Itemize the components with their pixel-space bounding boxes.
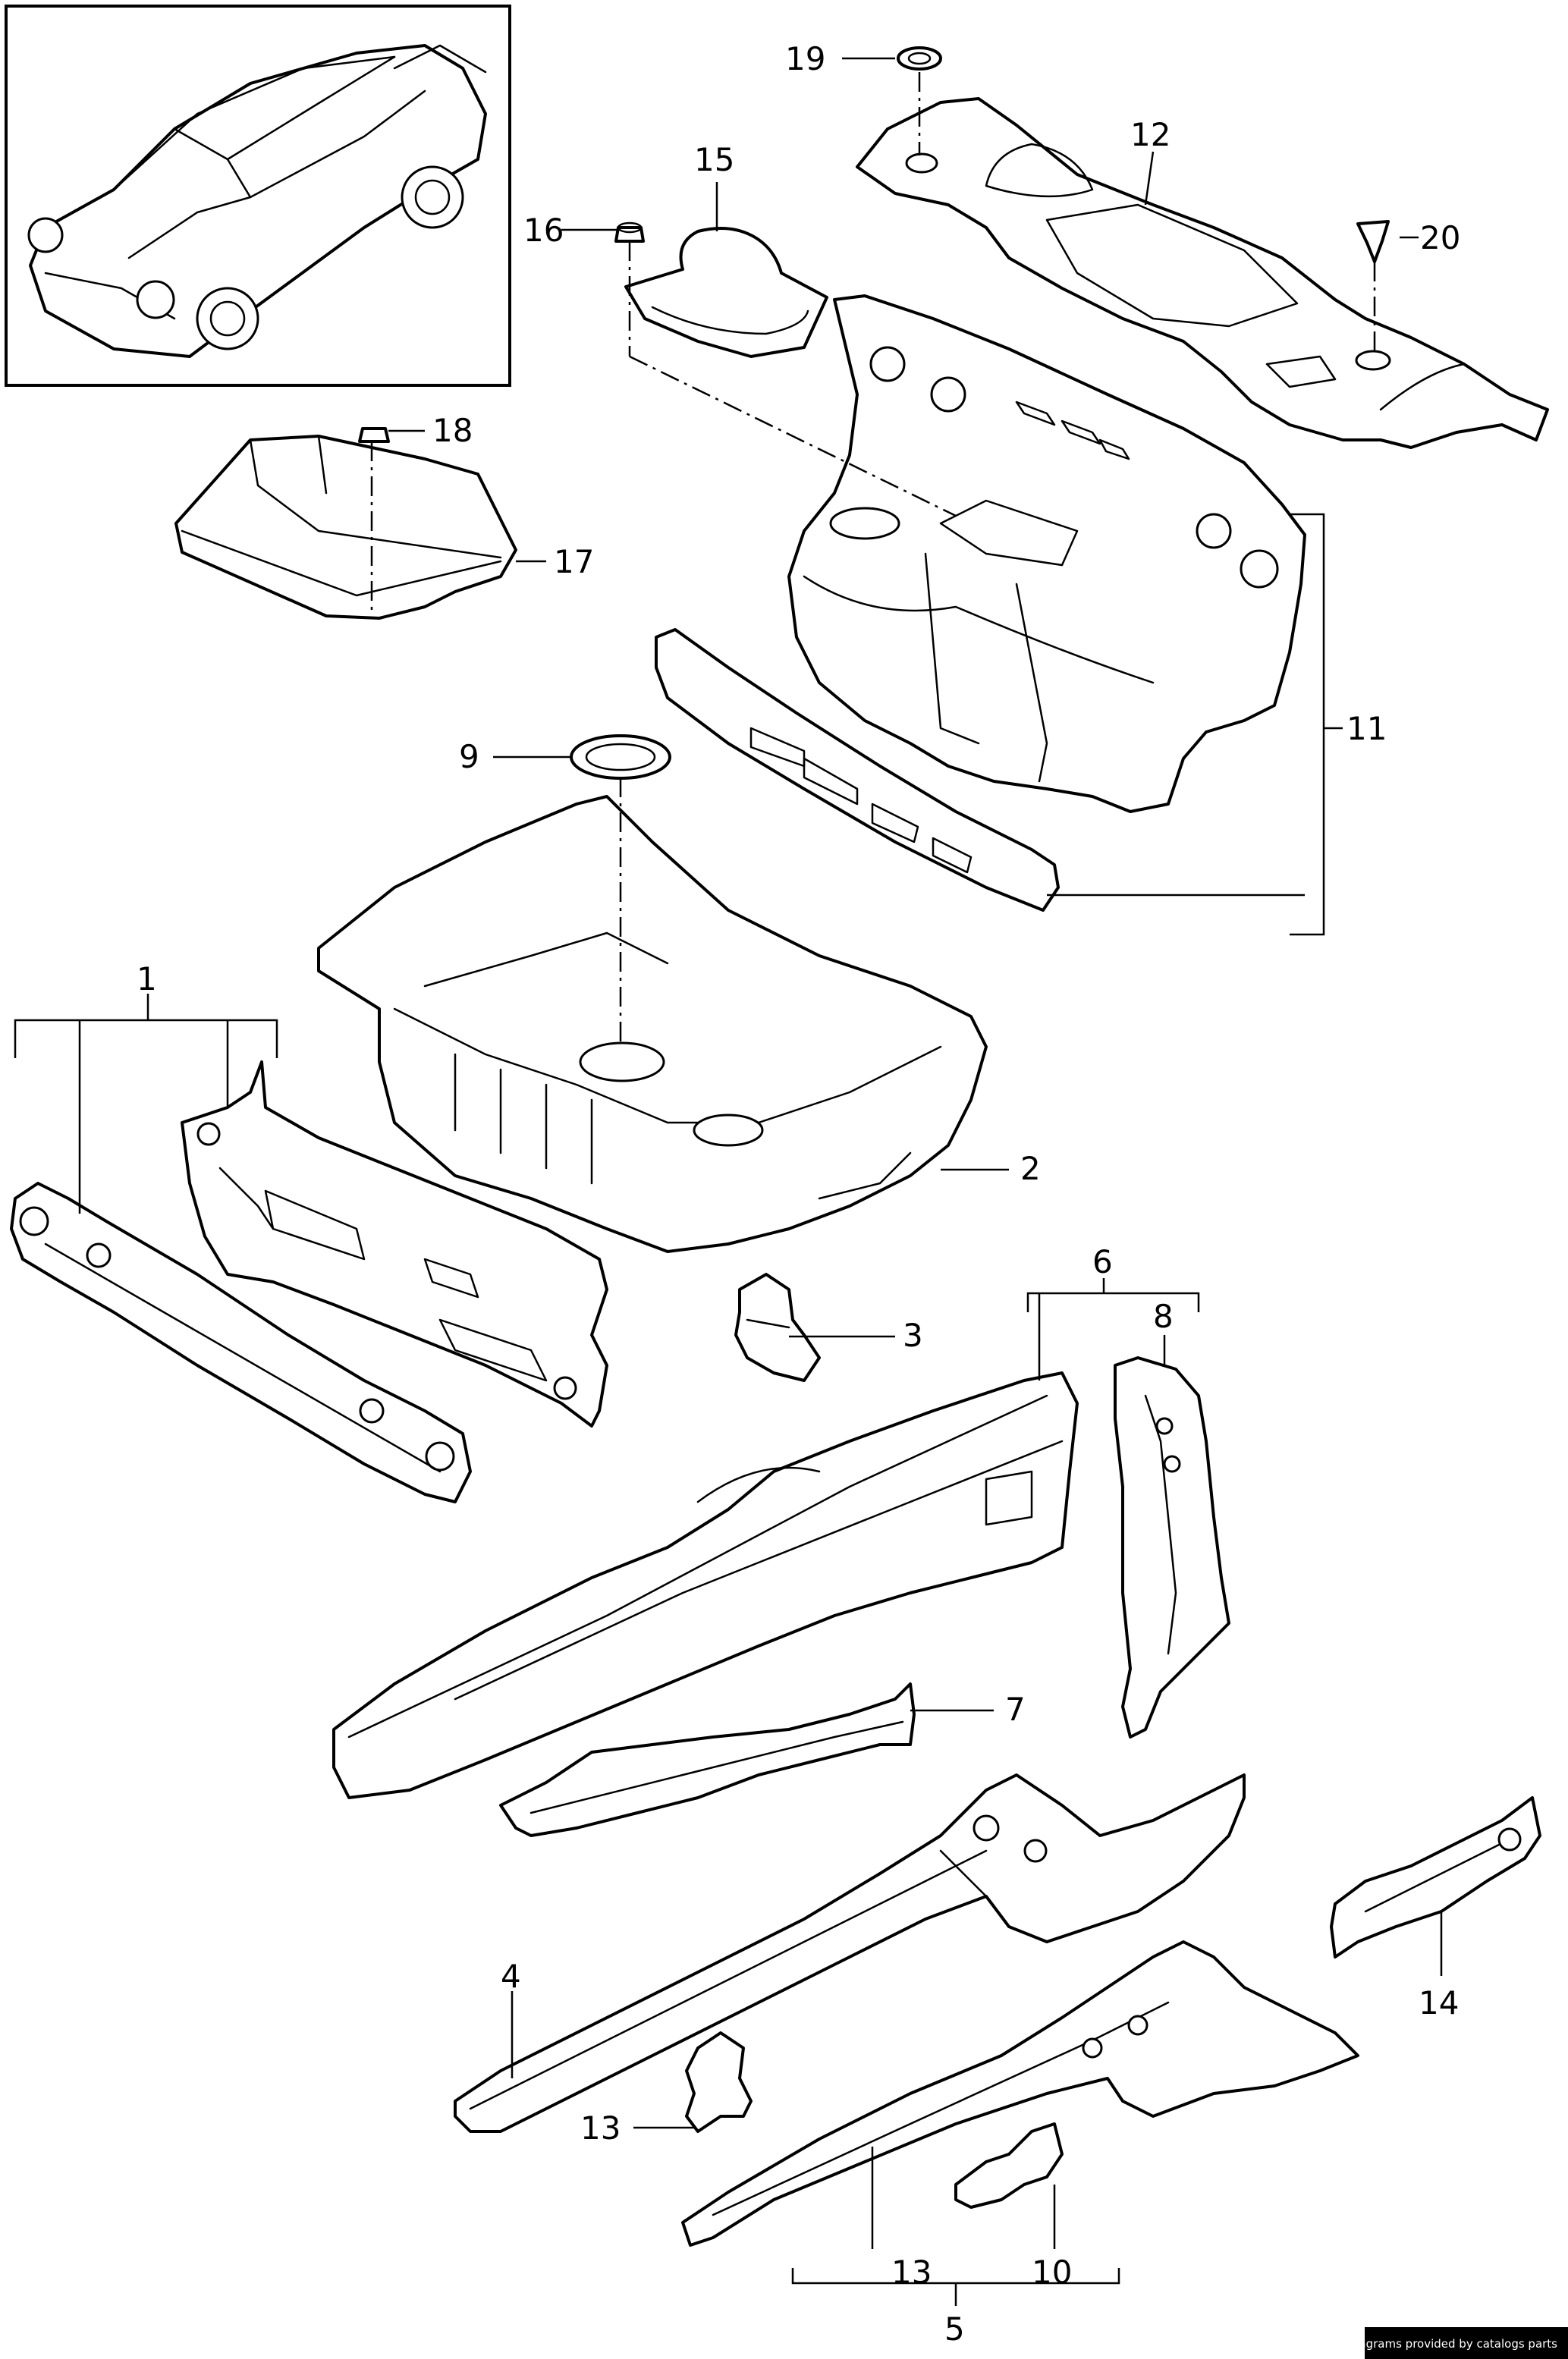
callout-1: 1 <box>137 960 157 997</box>
callout-15: 15 <box>694 141 734 178</box>
part-1-front-crossmember <box>10 1182 472 1503</box>
part-11-firewall <box>787 294 1306 813</box>
part-8-pillar <box>1114 1356 1230 1739</box>
part-12-rear-panel <box>856 97 1549 449</box>
part-15-cap <box>624 227 828 358</box>
callout-13a: 13 <box>580 2109 621 2147</box>
part-3-bracket <box>734 1273 821 1382</box>
callout-labels: 1 2 3 4 5 6 7 8 9 10 11 12 13 13 14 15 1… <box>137 40 1460 2348</box>
part-1-bulkhead <box>181 1060 608 1428</box>
part-20-clip <box>1356 220 1390 263</box>
callout-10: 10 <box>1032 2254 1072 2291</box>
callout-11: 11 <box>1346 710 1387 747</box>
part-11-crossmember <box>655 628 1060 912</box>
callout-8: 8 <box>1153 1298 1174 1335</box>
callout-9: 9 <box>459 738 479 775</box>
callout-20: 20 <box>1420 219 1460 256</box>
part-7-rail <box>499 1682 916 1837</box>
part-2-floor-pan <box>317 795 988 1253</box>
callout-6: 6 <box>1092 1243 1113 1280</box>
part-18-nut <box>358 427 390 443</box>
callout-18: 18 <box>432 412 473 449</box>
callout-14: 14 <box>1419 1984 1459 2021</box>
callout-2: 2 <box>1020 1150 1041 1187</box>
callout-4: 4 <box>501 1958 521 1995</box>
callout-7: 7 <box>1005 1691 1026 1728</box>
vehicle-inset <box>5 5 511 387</box>
callout-17: 17 <box>554 543 594 580</box>
callout-19: 19 <box>785 40 825 77</box>
callout-13b: 13 <box>891 2254 932 2291</box>
callout-16: 16 <box>523 212 564 249</box>
part-9-grommet <box>570 734 671 780</box>
credit-text: Diagrams provided by catalogs parts <box>1346 2337 1557 2351</box>
part-17-bracket <box>174 435 517 620</box>
part-14-bracket <box>1330 1796 1541 1959</box>
part-10-bracket <box>954 2122 1064 2209</box>
callout-3: 3 <box>903 1317 923 1354</box>
leader-lines <box>14 57 1443 2306</box>
credit-banner <box>1365 2327 1568 2359</box>
part-6-longitudinal <box>332 1371 1079 1799</box>
part-4-side-member <box>454 1773 1246 2133</box>
callout-12: 12 <box>1130 116 1171 153</box>
part-13-bracket-a <box>685 2031 753 2133</box>
part-19-grommet <box>897 46 942 71</box>
car-icon <box>27 44 487 358</box>
part-5-rear-side-member <box>681 1940 1359 2247</box>
part-16-nut <box>614 221 645 243</box>
callout-5: 5 <box>944 2310 965 2348</box>
